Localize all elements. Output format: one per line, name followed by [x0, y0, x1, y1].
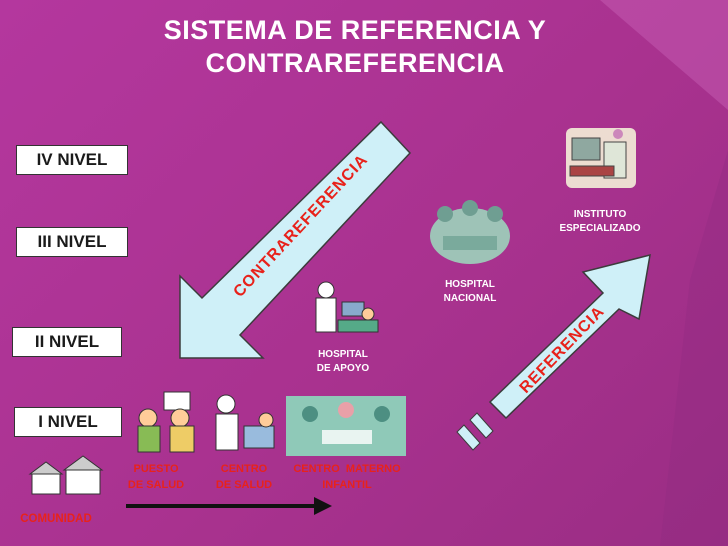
hospital-nacional-label: HOSPITAL NACIONAL	[420, 278, 520, 306]
hospital-apoyo-label: HOSPITAL DE APOYO	[295, 348, 391, 376]
centro-salud-label: CENTRO DE SALUD	[204, 461, 284, 493]
centro-materno-label: CENTRO MATERNO INFANTIL	[284, 461, 410, 493]
arrow-tail-stripe	[470, 413, 493, 438]
instituto-label: INSTITUTO ESPECIALIZADO	[545, 208, 655, 236]
hospital-apoyo-clipart	[308, 276, 384, 346]
puesto-salud-clipart	[128, 390, 208, 456]
comunidad-label: COMUNIDAD	[8, 511, 104, 527]
puesto-salud-label: PUESTO DE SALUD	[114, 461, 198, 493]
horizontal-arrow	[126, 494, 346, 518]
comunidad-clipart	[26, 452, 106, 502]
centro-materno-clipart	[286, 396, 406, 456]
referencia-arrow-label: REFERENCIA	[517, 303, 608, 397]
horizontal-arrow-head	[314, 497, 332, 515]
instituto-clipart	[556, 120, 646, 200]
arrow-tail-stripe	[457, 425, 480, 450]
centro-salud-clipart	[210, 392, 280, 456]
hospital-nacional-clipart	[425, 196, 515, 268]
